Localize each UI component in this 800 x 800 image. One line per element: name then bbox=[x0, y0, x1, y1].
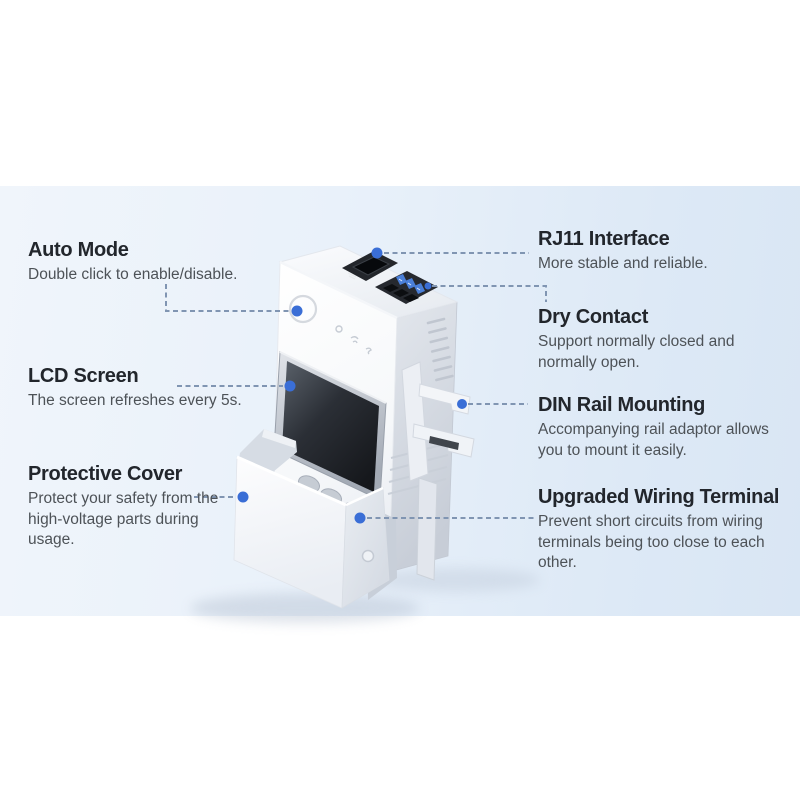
callout-upgraded-wiring-terminal: Upgraded Wiring Terminal Prevent short c… bbox=[538, 485, 796, 574]
callout-din-rail-mounting: DIN Rail Mounting Accompanying rail adap… bbox=[538, 393, 786, 461]
cover-right-wall bbox=[341, 487, 390, 609]
rj11-socket bbox=[351, 256, 391, 276]
callout-title: Dry Contact bbox=[538, 306, 649, 328]
leader-line-dry-contact bbox=[432, 285, 547, 302]
dot-protective-cover bbox=[237, 491, 249, 503]
connector-dots bbox=[237, 247, 467, 524]
protective-cover bbox=[233, 429, 397, 609]
callout-title: Upgraded Wiring Terminal bbox=[538, 486, 780, 508]
dot-auto-mode bbox=[291, 305, 303, 317]
callout-description: More stable and reliable. bbox=[538, 255, 708, 272]
callout-description: Double click to enable/disable. bbox=[28, 266, 238, 283]
cover-screw-hole bbox=[361, 549, 375, 563]
terminal-blue-labels bbox=[396, 274, 425, 294]
callout-description: Support normally closed and normally ope… bbox=[538, 333, 735, 371]
dot-wiring-terminal bbox=[354, 512, 366, 524]
callout-title: Auto Mode bbox=[28, 239, 129, 261]
leader-line-auto-mode bbox=[165, 284, 290, 312]
dot-din-rail bbox=[457, 399, 467, 409]
lcd-screen-panel bbox=[282, 361, 379, 492]
callout-auto-mode: Auto Mode Double click to enable/disable… bbox=[28, 238, 348, 286]
cover-rim-highlight bbox=[236, 455, 347, 507]
cover-rim-highlight-right bbox=[345, 486, 384, 507]
din-rail-lower-strip bbox=[416, 477, 438, 581]
callout-title: DIN Rail Mounting bbox=[538, 394, 706, 416]
callout-description: Accompanying rail adaptor allows you to … bbox=[538, 421, 769, 459]
front-top-bevel bbox=[279, 260, 398, 320]
din-rail-foot-slot bbox=[429, 436, 459, 450]
callout-title: Protective Cover bbox=[28, 463, 183, 485]
din-rail-hook-upper bbox=[418, 383, 471, 415]
callout-protective-cover: Protective Cover Protect your safety fro… bbox=[28, 462, 224, 551]
callout-description: Protect your safety from the high-voltag… bbox=[28, 490, 219, 548]
top-face-ports bbox=[342, 251, 438, 304]
rj11-label bbox=[347, 272, 357, 280]
lcd-bezel-highlight bbox=[279, 351, 387, 404]
dot-rj11 bbox=[371, 247, 383, 259]
terminal-openings bbox=[383, 284, 419, 302]
device-shadow bbox=[190, 568, 540, 623]
side-vents bbox=[426, 317, 454, 382]
callout-dry-contact: Dry Contact Support normally closed and … bbox=[538, 305, 766, 373]
dry-contact-terminal-block bbox=[375, 271, 438, 304]
callout-description: The screen refreshes every 5s. bbox=[28, 392, 242, 409]
din-rail-clip bbox=[401, 361, 475, 581]
status-icons bbox=[335, 325, 372, 355]
power-button-ring bbox=[288, 294, 318, 324]
callout-description: Prevent short circuits from wiring termi… bbox=[538, 513, 765, 571]
callout-rj11-interface: RJ11 Interface More stable and reliable. bbox=[538, 227, 788, 275]
callout-title: RJ11 Interface bbox=[538, 228, 670, 250]
cover-interior-left-highlight bbox=[262, 429, 296, 448]
callout-lcd-screen: LCD Screen The screen refreshes every 5s… bbox=[28, 364, 348, 412]
dot-dry-contact bbox=[424, 282, 432, 290]
dot-lcd-screen bbox=[284, 380, 296, 392]
callout-title: LCD Screen bbox=[28, 365, 139, 387]
leader-lines bbox=[165, 252, 547, 519]
